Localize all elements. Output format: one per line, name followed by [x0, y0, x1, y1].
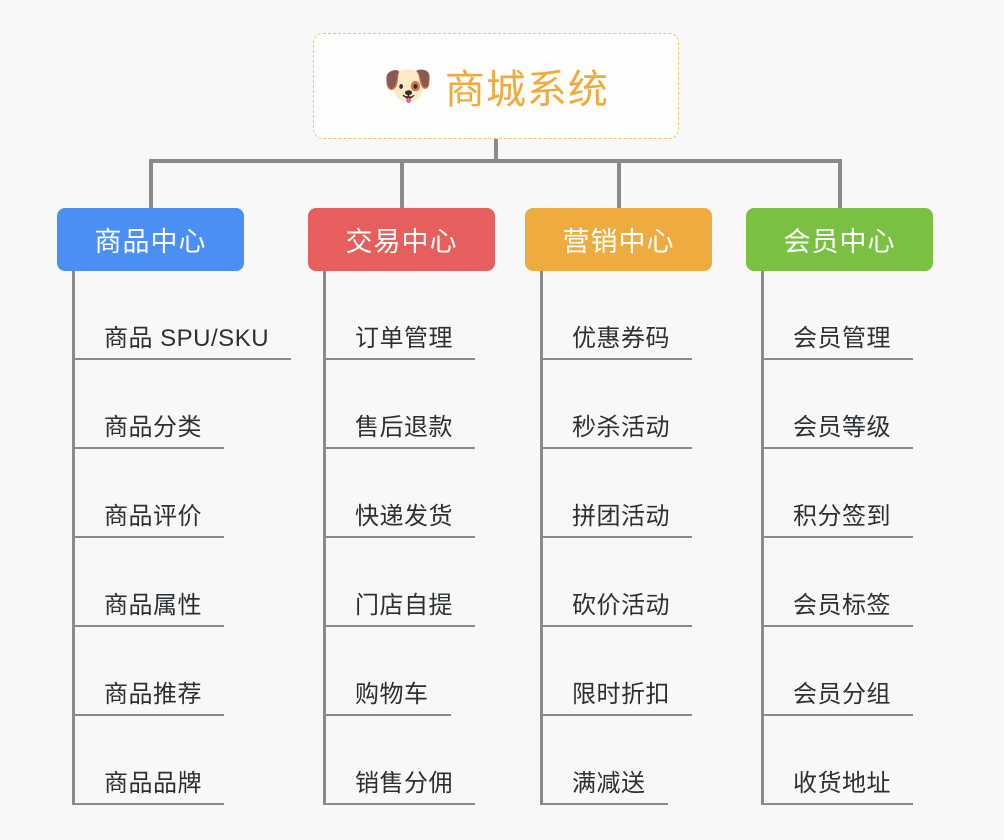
branch-spine-4: [761, 271, 764, 805]
dog-face-icon: 🐶: [383, 64, 433, 108]
connector-drop-2: [400, 159, 404, 209]
list-item-label: 收货地址: [793, 770, 891, 797]
branch-header-label-4: 会员中心: [783, 227, 896, 257]
branch-1: 商品中心 商品 SPU/SKU 商品分类 商品评价 商品属性 商品推荐 商品品牌: [57, 208, 307, 805]
list-item-label: 会员标签: [793, 592, 891, 619]
list-item[interactable]: 会员等级: [746, 360, 962, 449]
branch-2: 交易中心 订单管理 售后退款 快递发货 门店自提 购物车 销售分佣: [308, 208, 524, 805]
branch-header-label-1: 商品中心: [94, 227, 207, 257]
branch-header-4[interactable]: 会员中心: [746, 208, 933, 271]
list-item[interactable]: 商品品牌: [57, 716, 307, 805]
list-item[interactable]: 会员分组: [746, 627, 962, 716]
list-item[interactable]: 拼团活动: [525, 449, 741, 538]
branch-children-3: 优惠券码 秒杀活动 拼团活动 砍价活动 限时折扣 满减送: [525, 271, 741, 805]
connector-horizontal-bus: [149, 159, 842, 163]
list-item[interactable]: 售后退款: [308, 360, 524, 449]
list-item[interactable]: 优惠券码: [525, 271, 741, 360]
list-item-label: 商品推荐: [104, 681, 202, 708]
list-item[interactable]: 门店自提: [308, 538, 524, 627]
list-item-label: 秒杀活动: [572, 414, 670, 441]
list-item-label: 优惠券码: [572, 325, 670, 352]
branch-header-2[interactable]: 交易中心: [308, 208, 495, 271]
list-item[interactable]: 限时折扣: [525, 627, 741, 716]
list-item[interactable]: 收货地址: [746, 716, 962, 805]
branch-children-2: 订单管理 售后退款 快递发货 门店自提 购物车 销售分佣: [308, 271, 524, 805]
list-item[interactable]: 商品推荐: [57, 627, 307, 716]
list-item[interactable]: 订单管理: [308, 271, 524, 360]
list-item[interactable]: 满减送: [525, 716, 741, 805]
branch-header-label-2: 交易中心: [345, 227, 458, 257]
list-item-label: 会员分组: [793, 681, 891, 708]
list-item[interactable]: 积分签到: [746, 449, 962, 538]
list-item[interactable]: 商品 SPU/SKU: [57, 271, 307, 360]
branch-spine-3: [540, 271, 543, 805]
connector-drop-1: [149, 159, 153, 209]
root-title: 商城系统: [444, 68, 609, 112]
list-item[interactable]: 砍价活动: [525, 538, 741, 627]
branch-3: 营销中心 优惠券码 秒杀活动 拼团活动 砍价活动 限时折扣 满减送: [525, 208, 741, 805]
list-item[interactable]: 购物车: [308, 627, 524, 716]
list-item[interactable]: 会员标签: [746, 538, 962, 627]
list-item-label: 门店自提: [355, 592, 453, 619]
list-item-label: 商品评价: [104, 503, 202, 530]
branch-header-label-3: 营销中心: [562, 227, 675, 257]
branch-spine-2: [323, 271, 326, 805]
list-item-label: 售后退款: [355, 414, 453, 441]
branch-children-4: 会员管理 会员等级 积分签到 会员标签 会员分组 收货地址: [746, 271, 962, 805]
list-item[interactable]: 秒杀活动: [525, 360, 741, 449]
branch-spine-1: [72, 271, 75, 805]
list-item-label: 快递发货: [355, 503, 453, 530]
list-item-label: 会员管理: [793, 325, 891, 352]
connector-drop-4: [838, 159, 842, 209]
list-item-label: 商品分类: [104, 414, 202, 441]
list-item-label: 商品品牌: [104, 770, 202, 797]
branch-4: 会员中心 会员管理 会员等级 积分签到 会员标签 会员分组 收货地址: [746, 208, 962, 805]
list-item-label: 订单管理: [355, 325, 453, 352]
list-item[interactable]: 销售分佣: [308, 716, 524, 805]
list-item-label: 商品 SPU/SKU: [104, 325, 270, 352]
list-item[interactable]: 会员管理: [746, 271, 962, 360]
list-item[interactable]: 商品分类: [57, 360, 307, 449]
connector-drop-3: [617, 159, 621, 209]
branch-header-1[interactable]: 商品中心: [57, 208, 244, 271]
branch-header-3[interactable]: 营销中心: [525, 208, 712, 271]
list-item-label: 砍价活动: [572, 592, 670, 619]
list-item[interactable]: 商品评价: [57, 449, 307, 538]
branch-children-1: 商品 SPU/SKU 商品分类 商品评价 商品属性 商品推荐 商品品牌: [57, 271, 307, 805]
list-item-label: 商品属性: [104, 592, 202, 619]
connector-root-stem: [494, 139, 498, 162]
list-item[interactable]: 快递发货: [308, 449, 524, 538]
list-item-label: 拼团活动: [572, 503, 670, 530]
list-item-label: 积分签到: [793, 503, 891, 530]
list-item-label: 购物车: [355, 681, 429, 708]
list-item[interactable]: 商品属性: [57, 538, 307, 627]
list-item-label: 会员等级: [793, 414, 891, 441]
list-item-label: 满减送: [572, 770, 646, 797]
list-item-label: 限时折扣: [572, 681, 670, 708]
list-item-label: 销售分佣: [355, 770, 453, 797]
root-node[interactable]: 🐶 商城系统: [313, 33, 679, 139]
